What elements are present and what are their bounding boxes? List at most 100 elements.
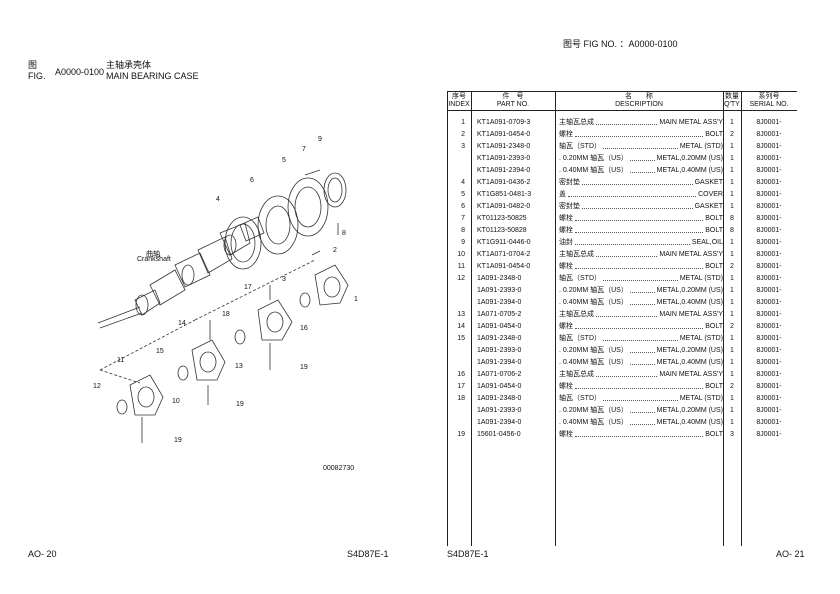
desc-zh: 螺栓	[559, 383, 573, 390]
row-part-no: 1A091-0454-0	[477, 323, 522, 330]
row-qty: 1	[730, 155, 734, 162]
row-index: 16	[457, 371, 465, 378]
row-index: 18	[457, 395, 465, 402]
desc-zh: 密封垫	[559, 203, 580, 210]
row-serial: 8J0001-	[756, 431, 782, 438]
row-serial: 8J0001-	[756, 335, 782, 342]
row-qty: 1	[730, 179, 734, 186]
callout-10: 10	[172, 398, 180, 405]
table-row: 1A091-2393-0. 0.20MM 轴瓦（US）METAL,0.20MM …	[447, 285, 797, 297]
desc-en: MAIN METAL ASS'Y	[659, 251, 723, 258]
dot-leader	[596, 369, 658, 377]
desc-zh: 轴瓦（STD）	[559, 143, 601, 150]
desc-en: METAL,0.40MM (US)	[656, 167, 723, 174]
row-serial: 8J0001-	[756, 215, 782, 222]
row-serial: 8J0001-	[756, 131, 782, 138]
desc-en: BOLT	[705, 227, 723, 234]
row-qty: 2	[730, 383, 734, 390]
row-serial: 8J0001-	[756, 263, 782, 270]
row-qty: 1	[730, 287, 734, 294]
desc-zh: 轴瓦（STD）	[559, 395, 601, 402]
callout-16: 16	[300, 325, 308, 332]
desc-en: BOLT	[705, 215, 723, 222]
desc-zh: . 0.20MM 轴瓦（US）	[559, 155, 628, 162]
desc-zh: . 0.20MM 轴瓦（US）	[559, 347, 628, 354]
desc-zh: 轴瓦（STD）	[559, 275, 601, 282]
row-index: 3	[461, 143, 465, 150]
row-serial: 8J0001-	[756, 383, 782, 390]
callout-19b: 19	[236, 401, 244, 408]
dot-leader	[575, 261, 704, 269]
desc-en: MAIN METAL ASS'Y	[659, 371, 723, 378]
crankshaft-drawing	[97, 216, 265, 329]
desc-zh: 螺栓	[559, 131, 573, 138]
desc-en: MAIN METAL ASS'Y	[659, 311, 723, 318]
row-serial: 8J0001-	[756, 299, 782, 306]
row-qty: 1	[730, 419, 734, 426]
row-qty: 1	[730, 359, 734, 366]
callout-2: 2	[333, 247, 337, 254]
desc-en: GASKET	[694, 179, 723, 186]
fig-label-zh: 图	[28, 60, 38, 70]
desc-en: METAL,0.20MM (US)	[656, 347, 723, 354]
dot-leader	[629, 153, 655, 161]
row-description: . 0.20MM 轴瓦（US）METAL,0.20MM (US)	[555, 405, 723, 417]
row-serial: 8J0001-	[756, 179, 782, 186]
rule-qty	[741, 91, 742, 546]
callout-5: 5	[282, 157, 286, 164]
row-qty: 1	[730, 143, 734, 150]
row-qty: 1	[730, 203, 734, 210]
row-serial: 8J0001-	[756, 191, 782, 198]
row-part-no: KT1A091-2393-0	[477, 155, 531, 162]
row-index: 11	[457, 263, 465, 270]
row-serial: 8J0001-	[756, 323, 782, 330]
desc-en: METAL (STD)	[679, 143, 723, 150]
callout-11: 11	[117, 357, 125, 364]
row-description: 轴瓦（STD）METAL (STD)	[555, 333, 723, 345]
dot-leader	[575, 237, 690, 245]
title-zh: 主轴承壳体	[106, 60, 152, 70]
desc-zh: 主轴瓦总成	[559, 311, 594, 318]
dot-leader	[582, 177, 693, 185]
row-serial: 8J0001-	[756, 119, 782, 126]
row-part-no: KT01123-50828	[477, 227, 527, 234]
dot-leader	[629, 357, 655, 365]
oil-seal-drawing	[323, 172, 347, 208]
row-index	[447, 153, 471, 165]
row-qty: 1	[730, 311, 734, 318]
row-qty: 3	[730, 431, 734, 438]
row-index: 19	[457, 431, 465, 438]
desc-en: METAL (STD)	[679, 395, 723, 402]
callout-8: 8	[342, 230, 346, 237]
cover-drawing	[257, 195, 299, 255]
fig-number-header: 图号 FIG NO. ：A0000-0100	[563, 39, 678, 49]
desc-zh: 螺栓	[559, 263, 573, 270]
desc-zh: 螺栓	[559, 323, 573, 330]
row-part-no: KT1A091-0454-0	[477, 131, 531, 138]
row-part-no: KT1G911-0446-0	[477, 239, 531, 246]
dot-leader	[596, 249, 658, 257]
desc-en: METAL (STD)	[679, 335, 723, 342]
desc-zh: 螺栓	[559, 431, 573, 438]
left-page-model: S4D87E-1	[347, 549, 389, 559]
desc-zh: 油封	[559, 239, 573, 246]
dot-leader	[575, 129, 704, 137]
callout-13: 13	[235, 363, 243, 370]
